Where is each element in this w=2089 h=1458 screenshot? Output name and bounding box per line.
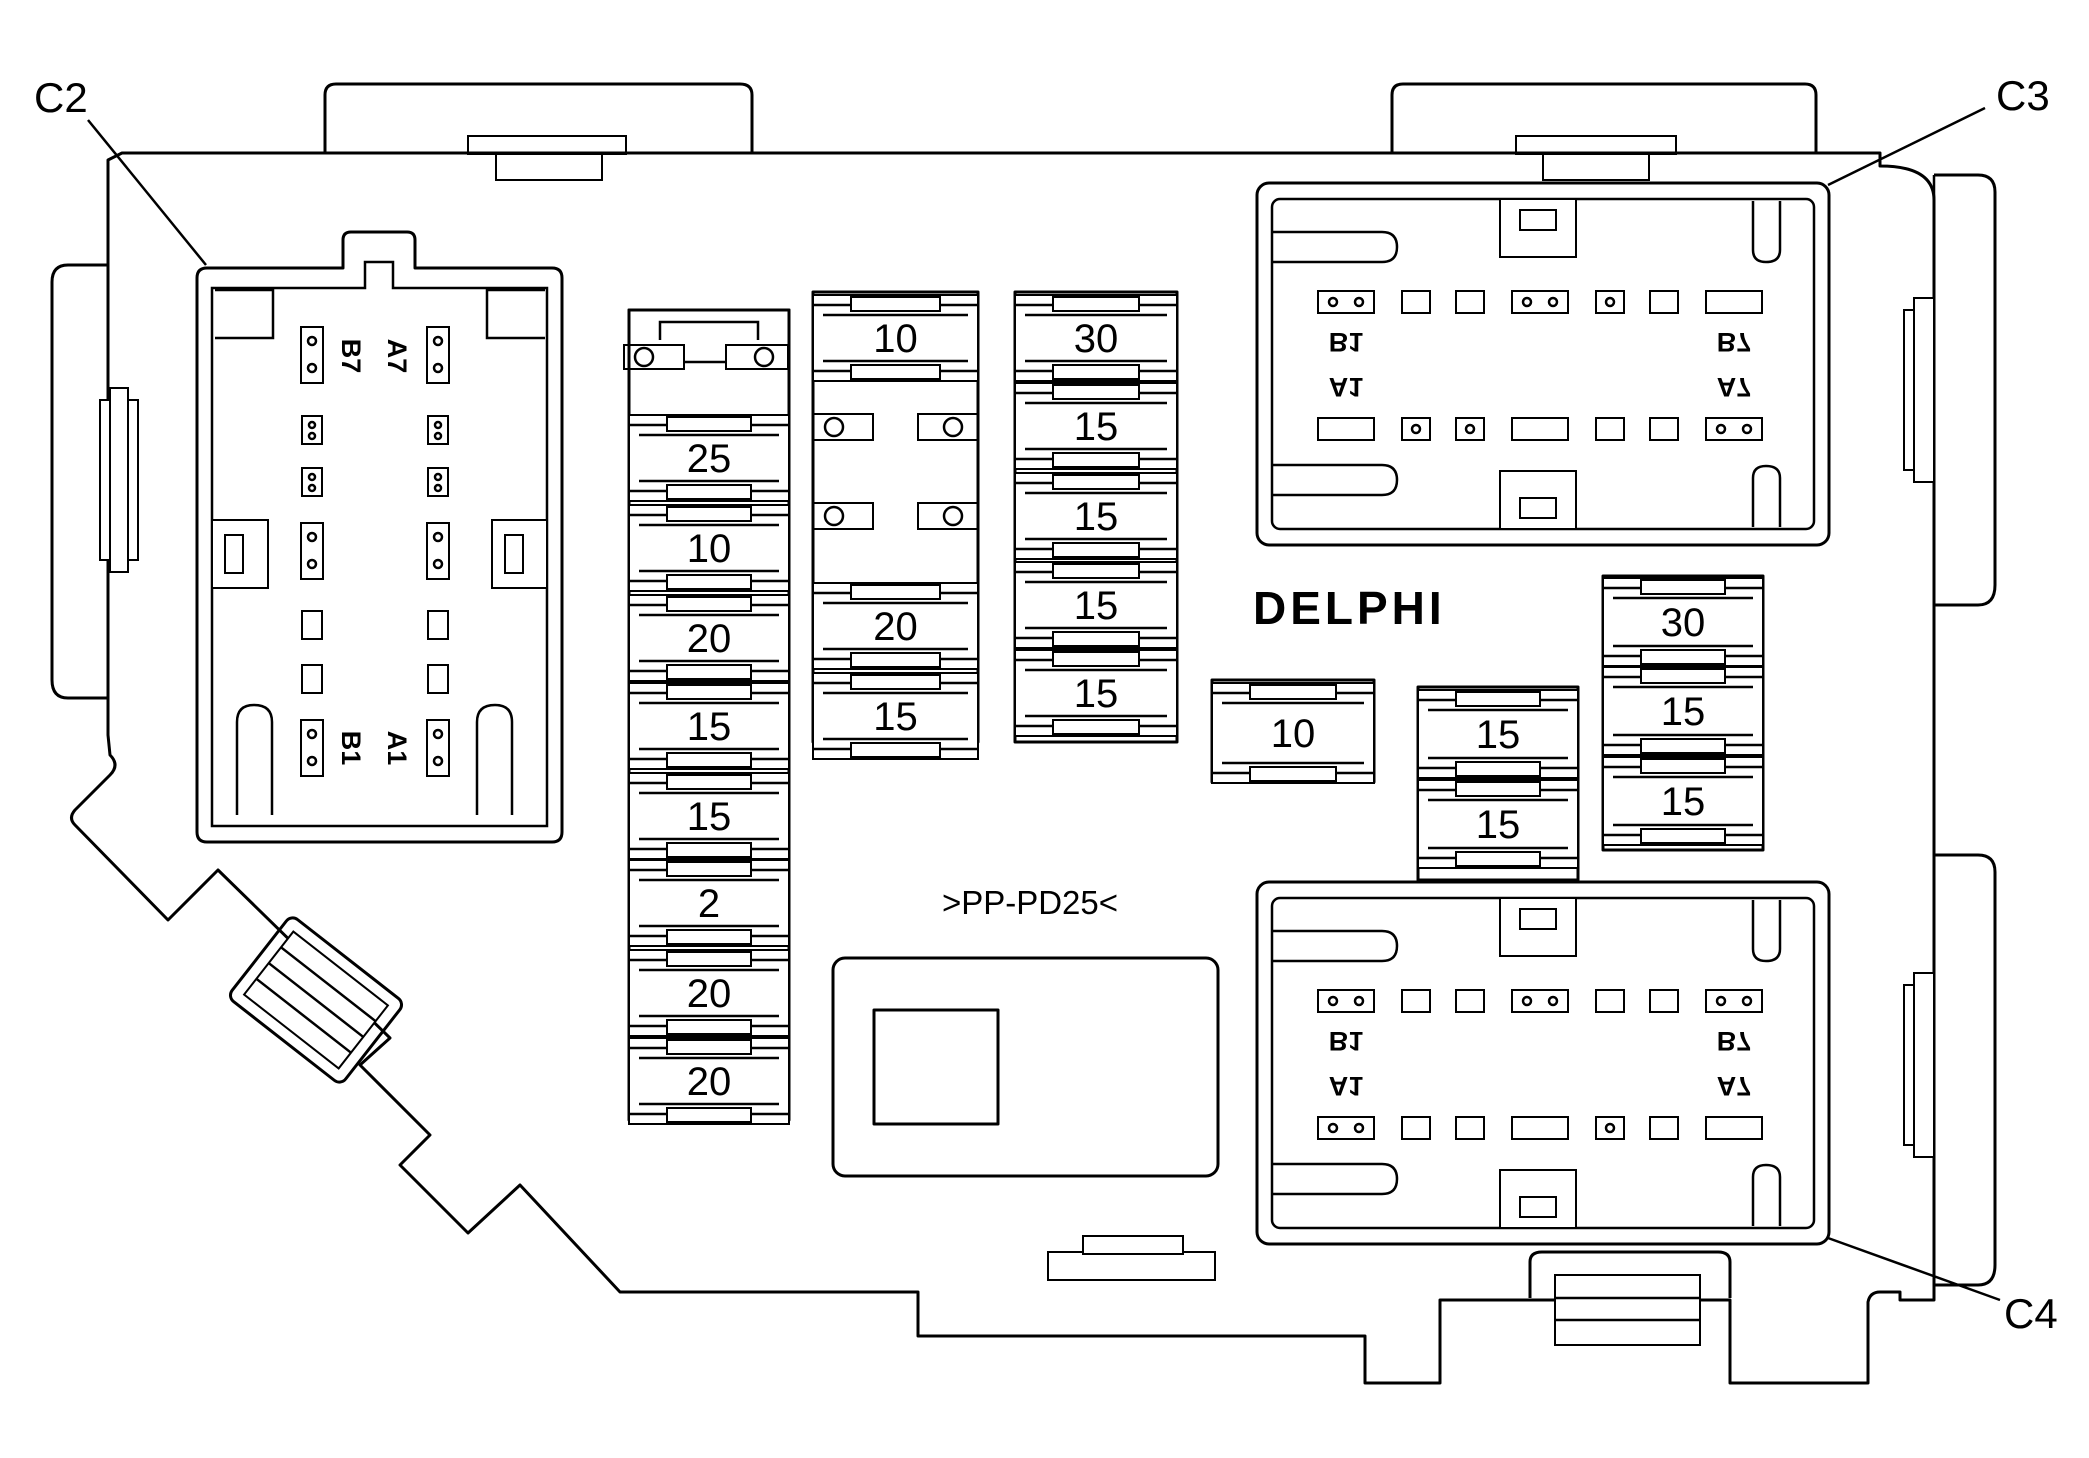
c4-label-a7: A7: [1717, 1071, 1752, 1101]
c4-pins-top: [1317, 989, 1763, 1013]
fuse: 15: [1014, 382, 1178, 470]
fuse: 15: [1602, 756, 1764, 846]
fuse-rating-label: 20: [873, 605, 918, 649]
callout-c4-label: C4: [2004, 1290, 2058, 1337]
fuse: 10: [1211, 682, 1375, 784]
fuse-block-housing: [50, 82, 1997, 1385]
connector-c3: B1 B7 A1 A7: [1255, 181, 1831, 547]
fuse: 20: [628, 1037, 790, 1125]
fuse: 10: [812, 294, 979, 382]
fuse-column-col2: 10 20 15: [811, 290, 980, 760]
c4-label-b7: B7: [1717, 1026, 1752, 1056]
fuse-rating-label: 15: [1476, 713, 1521, 757]
fuse-rating-label: 15: [687, 705, 732, 749]
fuse: 15: [1014, 561, 1178, 649]
c3-pins-bottom: [1317, 417, 1763, 441]
fuse-rating-label: 10: [687, 527, 732, 571]
callout-c3-label: C3: [1996, 72, 2050, 119]
connector-c2: A7 B7 A1 B1: [195, 230, 564, 844]
fuse-rating-label: 25: [687, 437, 732, 481]
c2-label-b7: B7: [336, 339, 366, 374]
c2-label-a1: A1: [382, 731, 412, 766]
fuse-rating-label: 20: [687, 972, 732, 1016]
fuse: 15: [812, 672, 979, 760]
relay: [831, 956, 1220, 1178]
callout-c4: C4: [1827, 1236, 2058, 1337]
c2-pins-left: [300, 326, 324, 777]
fuse-rating-label: 15: [1476, 803, 1521, 847]
fuse: 30: [1602, 577, 1764, 667]
fuse-rating-label: 15: [1661, 690, 1706, 734]
fuse: 30: [1014, 294, 1178, 382]
fuse: 20: [812, 582, 979, 670]
fuse: 20: [628, 594, 790, 682]
fuse-column-col1: 25 10 20 15 15 2 20 20: [627, 308, 791, 1125]
fuse: 15: [1417, 779, 1579, 869]
fuse: 25: [628, 414, 790, 502]
fuse-rating-label: 10: [873, 317, 918, 361]
fuse-column-col3: 30 15 15 15 15: [1013, 290, 1179, 744]
c4-pins-bottom: [1317, 1116, 1763, 1140]
fuse-rating-label: 15: [687, 795, 732, 839]
fuse-rating-label: 10: [1271, 712, 1316, 756]
fuse-rating-label: 20: [687, 617, 732, 661]
c2-label-a7: A7: [382, 339, 412, 374]
fuse: 2: [628, 859, 790, 947]
fuse-rating-label: 30: [1661, 601, 1706, 645]
fuse-rating-label: 15: [1074, 584, 1119, 628]
callout-c2-label: C2: [34, 74, 88, 121]
fuse-rating-label: 15: [1661, 780, 1706, 824]
callout-c3: C3: [1827, 72, 2050, 187]
fuse: 15: [1014, 649, 1178, 737]
callout-c2: C2: [34, 74, 207, 266]
connector-c4: B1 B7 A1 A7: [1255, 880, 1831, 1246]
fuse: 15: [1014, 472, 1178, 560]
fuse: 15: [1417, 689, 1579, 779]
c4-label-a1: A1: [1329, 1071, 1364, 1101]
fuse: 15: [628, 682, 790, 770]
fuse-rating-label: 30: [1074, 317, 1119, 361]
c3-pins-top: [1317, 290, 1763, 314]
fuse-rating-label: 2: [698, 882, 720, 926]
fuse: 10: [628, 504, 790, 592]
fuse-rating-label: 15: [1074, 495, 1119, 539]
brand-label: DELPHI: [1253, 582, 1446, 634]
fuse-column-col4: 30 15 15: [1601, 574, 1765, 852]
c2-pins-right: [426, 326, 450, 777]
fuse-col1-top-clip: [623, 308, 791, 370]
fuse-rating-label: 20: [687, 1060, 732, 1104]
fuse-column-single: 10: [1210, 678, 1376, 784]
c4-label-b1: B1: [1329, 1026, 1364, 1056]
fuse: 15: [628, 772, 790, 860]
c3-label-a7: A7: [1717, 372, 1752, 402]
c2-label-b1: B1: [336, 731, 366, 766]
fuse-col2-clips: [812, 413, 979, 530]
fuse-rating-label: 15: [1074, 405, 1119, 449]
part-number-label: >PP-PD25<: [942, 884, 1118, 921]
c3-label-a1: A1: [1329, 372, 1364, 402]
fuse: 15: [1602, 666, 1764, 756]
fuse: 20: [628, 949, 790, 1037]
c3-label-b7: B7: [1717, 327, 1752, 357]
c3-label-b1: B1: [1329, 327, 1364, 357]
fuse-rating-label: 15: [873, 695, 918, 739]
fuse-rating-label: 15: [1074, 672, 1119, 716]
